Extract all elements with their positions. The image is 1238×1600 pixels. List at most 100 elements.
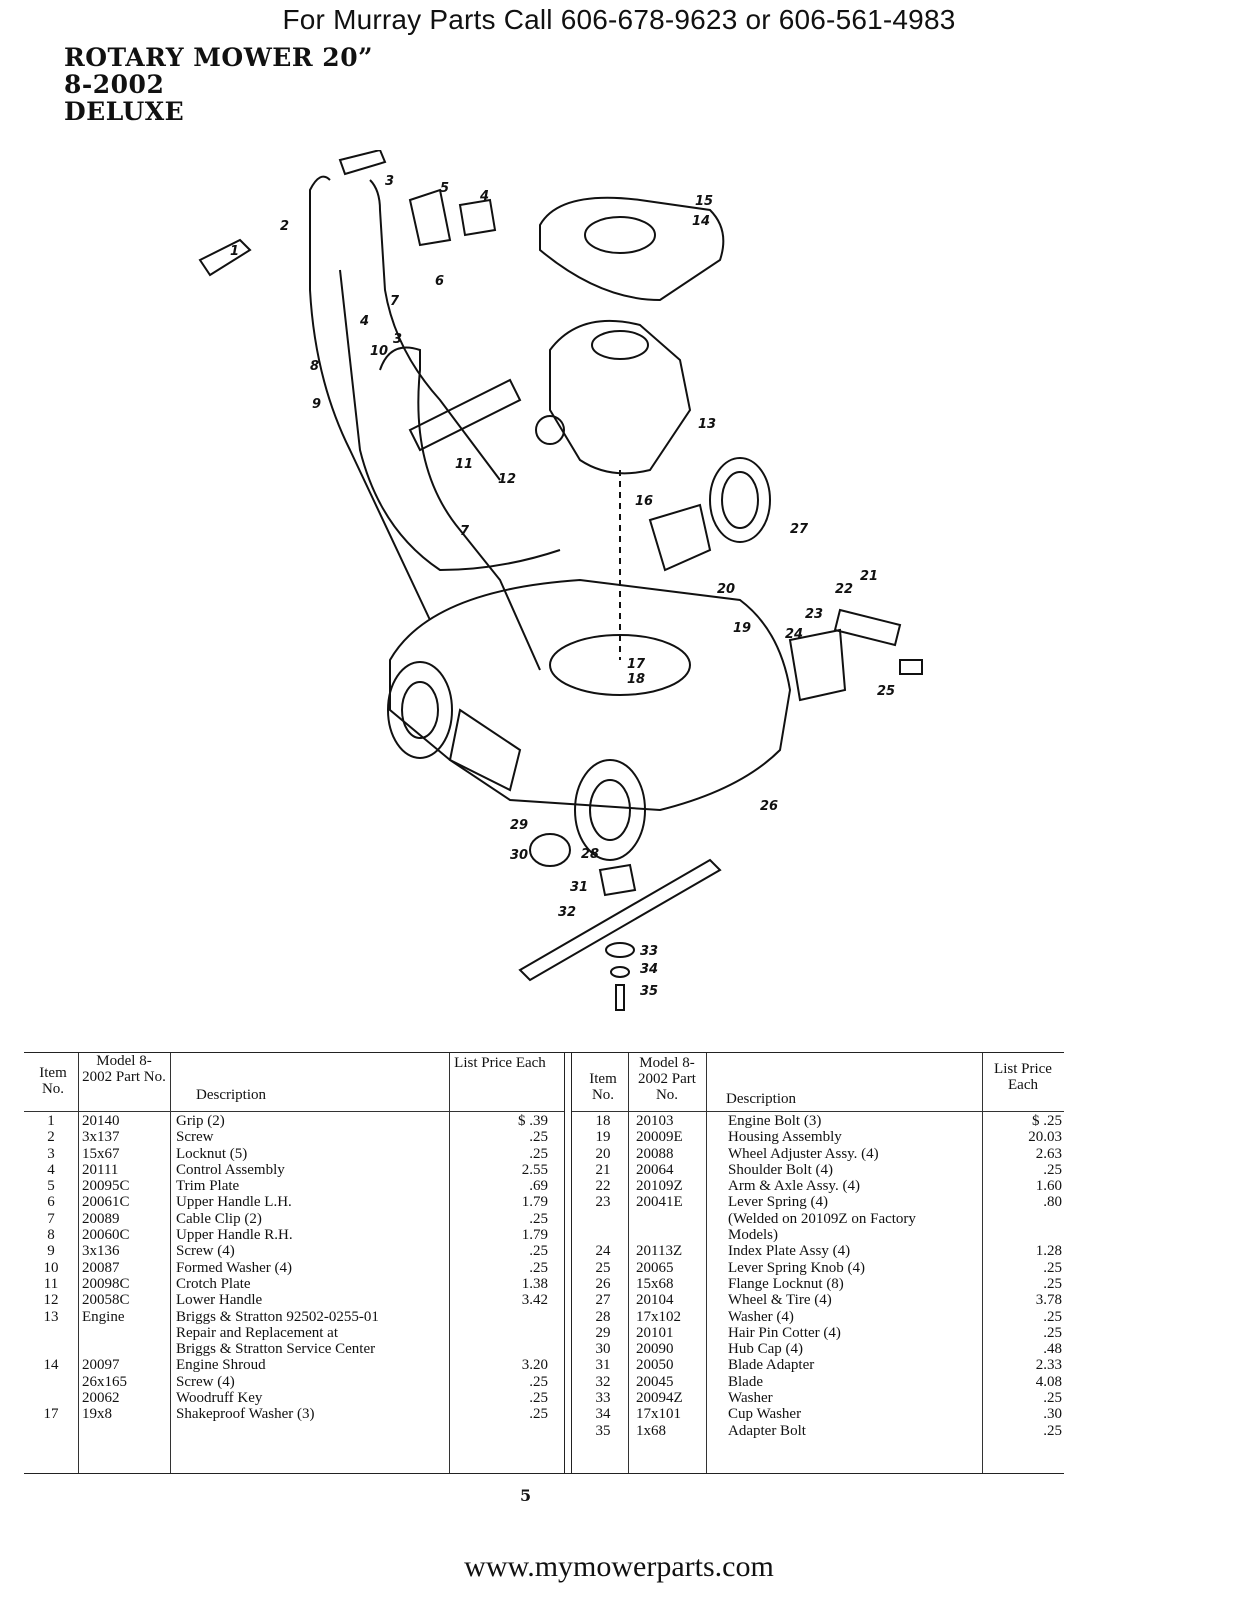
cell-item: 7 bbox=[47, 1210, 55, 1227]
cell-price: .25 bbox=[529, 1259, 548, 1276]
cell-item: 24 bbox=[595, 1243, 611, 1260]
cell-price: 3.78 bbox=[1035, 1292, 1062, 1309]
cell-price: 2.63 bbox=[1035, 1145, 1062, 1162]
cell-item: 12 bbox=[43, 1292, 59, 1309]
cell-desc: Engine Shroud bbox=[176, 1357, 266, 1374]
blade-adapter bbox=[598, 863, 637, 897]
callout-label: 1 bbox=[230, 244, 239, 259]
parts-table-left: Item No. Model 8-2002 Part No. Descripti… bbox=[24, 1053, 564, 1473]
cell-price: .25 bbox=[1043, 1308, 1062, 1325]
table-row: Briggs & Stratton Service Center bbox=[24, 1341, 564, 1357]
discharge-chute bbox=[448, 708, 522, 792]
header-description: Description bbox=[726, 1091, 796, 1107]
table-row: Repair and Replacement at bbox=[24, 1325, 564, 1341]
callout-label: 3 bbox=[393, 332, 402, 347]
cell-price: .25 bbox=[529, 1145, 548, 1162]
cell-desc: Briggs & Stratton 92502-0255-01 bbox=[176, 1308, 379, 1325]
trim-plate bbox=[408, 188, 452, 247]
cell-desc: (Welded on 20109Z on Factory bbox=[728, 1210, 916, 1227]
cell-desc: Locknut (5) bbox=[176, 1145, 248, 1162]
cell-part: 15x67 bbox=[82, 1145, 120, 1162]
cell-price: 1.60 bbox=[1035, 1178, 1062, 1195]
cell-price: .25 bbox=[529, 1406, 548, 1423]
lever-spring-knob bbox=[899, 659, 923, 675]
cell-item: 2 bbox=[47, 1129, 55, 1146]
parts-list-table: Item No. Model 8-2002 Part No. Descripti… bbox=[24, 1052, 1064, 1474]
callout-label: 34 bbox=[640, 962, 658, 977]
cell-desc: Formed Washer (4) bbox=[176, 1259, 292, 1276]
header-price: List Price Each bbox=[994, 1061, 1052, 1093]
cell-desc: Repair and Replacement at bbox=[176, 1324, 339, 1341]
cell-item: 21 bbox=[595, 1161, 611, 1178]
upper-handle-right bbox=[369, 179, 501, 481]
cell-part: 20065 bbox=[636, 1259, 674, 1276]
rear-wheel bbox=[709, 457, 771, 543]
cell-part: 20094Z bbox=[636, 1390, 683, 1407]
callout-label: 31 bbox=[570, 880, 588, 895]
callout-label: 15 bbox=[695, 194, 713, 209]
cell-part: 20050 bbox=[636, 1357, 674, 1374]
control-assembly bbox=[458, 198, 497, 237]
cell-part: 20041E bbox=[636, 1194, 683, 1211]
cell-part: Engine bbox=[82, 1308, 125, 1325]
engine-shroud bbox=[539, 196, 725, 302]
cell-desc: Hair Pin Cotter (4) bbox=[728, 1324, 841, 1341]
callout-label: 8 bbox=[310, 359, 319, 374]
cell-desc: Arm & Axle Assy. (4) bbox=[728, 1178, 860, 1195]
page-number: 5 bbox=[520, 1486, 532, 1505]
cell-desc: Cable Clip (2) bbox=[176, 1210, 262, 1227]
cell-desc: Washer (4) bbox=[728, 1308, 794, 1325]
cell-item: 22 bbox=[595, 1178, 611, 1195]
callout-label: 14 bbox=[692, 214, 710, 229]
cell-desc: Blade bbox=[728, 1373, 763, 1390]
cell-item: 25 bbox=[595, 1259, 611, 1276]
cell-desc: Screw (4) bbox=[176, 1373, 235, 1390]
cell-part: 20097 bbox=[82, 1357, 120, 1374]
engine-recoil bbox=[535, 415, 565, 445]
callout-label: 19 bbox=[733, 621, 751, 636]
cell-item: 26 bbox=[595, 1275, 611, 1292]
mower-deck bbox=[389, 578, 792, 812]
cell-item: 35 bbox=[595, 1422, 611, 1439]
cell-price: .69 bbox=[529, 1178, 548, 1195]
cell-item: 5 bbox=[47, 1178, 55, 1195]
callout-label: 24 bbox=[785, 627, 803, 642]
table-row: (Welded on 20109Z on Factory bbox=[572, 1211, 1064, 1227]
cell-price: 4.08 bbox=[1035, 1373, 1062, 1390]
callout-label: 12 bbox=[498, 472, 516, 487]
callout-label: 9 bbox=[312, 397, 321, 412]
callout-label: 26 bbox=[760, 799, 778, 814]
cell-price: .25 bbox=[529, 1210, 548, 1227]
cell-price: .25 bbox=[529, 1373, 548, 1390]
exploded-parts-diagram: 1 2 3 4 5 6 7 4 8 10 3 9 11 12 7 13 14 1… bbox=[198, 150, 923, 1011]
header-item-no: Item No. bbox=[589, 1071, 617, 1103]
cell-desc: Grip (2) bbox=[176, 1113, 225, 1129]
cell-item: 28 bbox=[595, 1308, 611, 1325]
cell-item: 11 bbox=[43, 1275, 59, 1292]
cell-item: 6 bbox=[47, 1194, 55, 1211]
cell-item: 4 bbox=[47, 1161, 55, 1178]
cell-item: 8 bbox=[47, 1227, 55, 1244]
callout-label: 16 bbox=[635, 494, 653, 509]
engine-body bbox=[549, 319, 692, 475]
washer bbox=[605, 942, 635, 958]
callout-label: 2 bbox=[280, 219, 289, 234]
wheel-adjuster bbox=[648, 503, 712, 572]
cell-desc: Crotch Plate bbox=[176, 1275, 251, 1292]
cell-item: 17 bbox=[43, 1406, 59, 1423]
